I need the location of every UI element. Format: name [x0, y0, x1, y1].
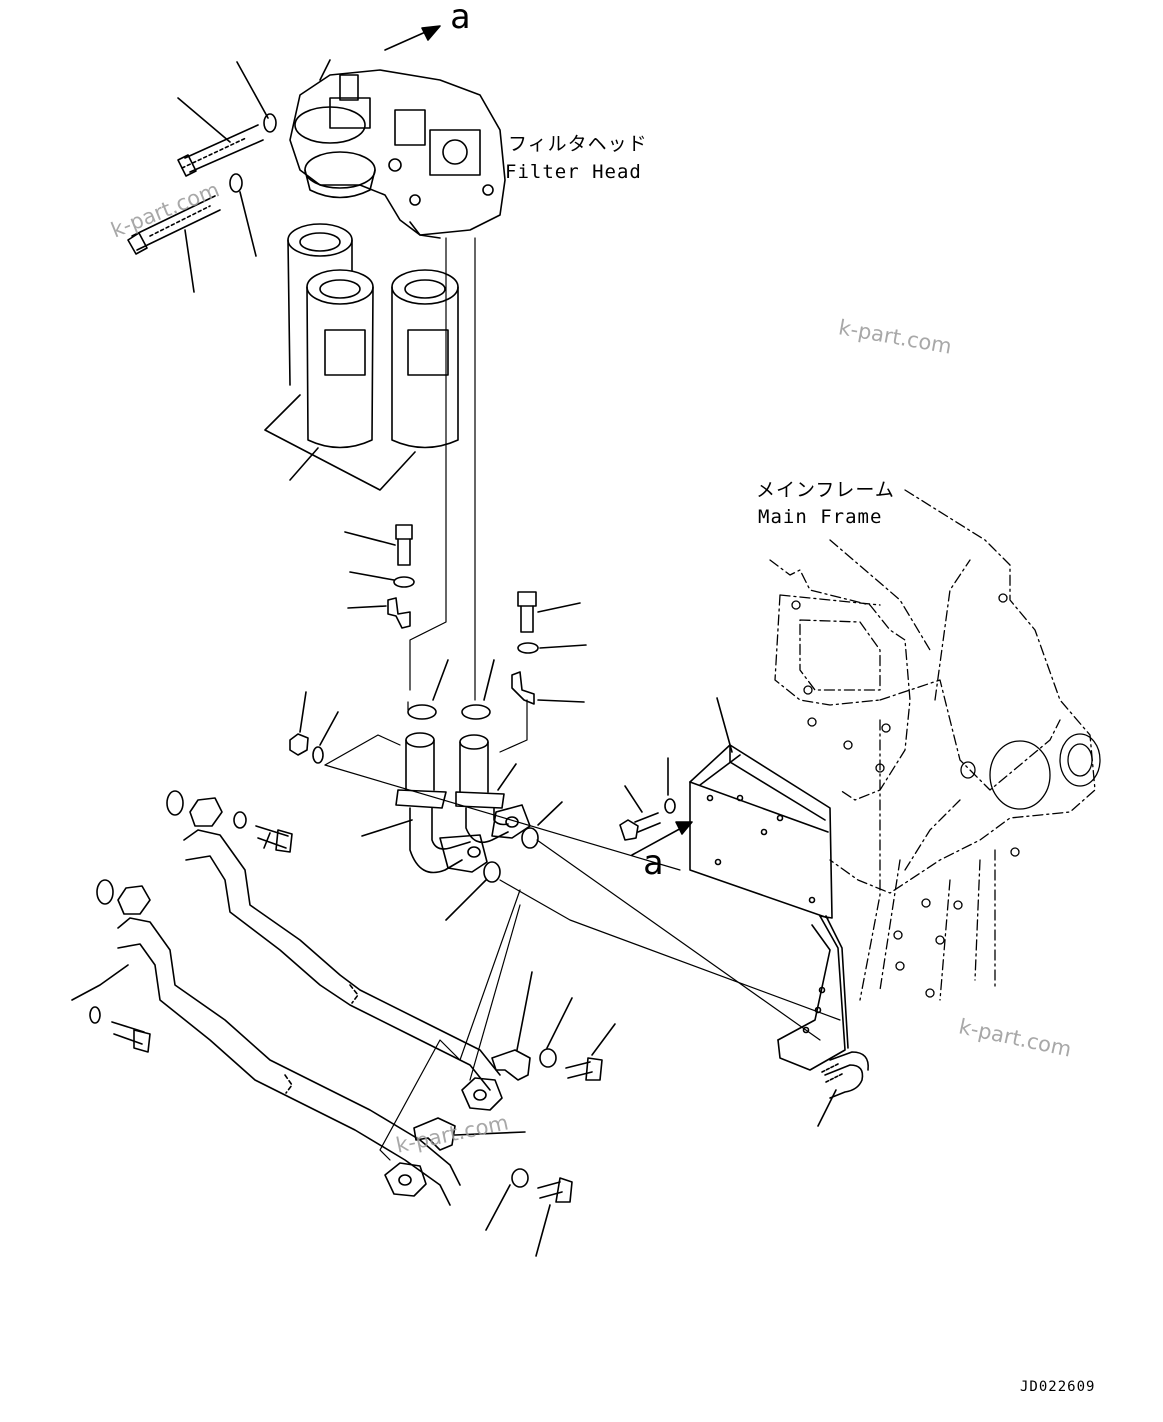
u-bolt [817, 1051, 869, 1127]
reference-mark-a-bracket: a [643, 843, 664, 883]
drawing-code: JD022609 [1020, 1379, 1096, 1395]
assembly-lines [324, 699, 841, 1161]
filter-outlet-pipes [361, 732, 563, 921]
main-frame-label-en: Main Frame [758, 506, 883, 528]
lower-clamps [384, 971, 616, 1257]
main-frame-details [791, 593, 1101, 998]
filter-head [289, 59, 506, 239]
reference-mark-a-top: a [450, 0, 471, 37]
filter-head-bolts [127, 61, 277, 293]
main-frame-label-jp: メインフレーム [756, 479, 895, 501]
bracket-bolt [619, 757, 676, 841]
arrow-a-top [384, 25, 441, 51]
center-fasteners [289, 524, 587, 764]
fuel-hoses [71, 790, 501, 1206]
filter-bracket [689, 697, 849, 1071]
arrow-a-bracket [631, 821, 693, 856]
main-frame [769, 489, 1096, 1001]
filter-head-label-en: Filter Head [505, 161, 642, 183]
filter-cartridges [264, 223, 459, 491]
filter-head-label-jp: フィルタヘッド [508, 133, 648, 155]
guide-lines [407, 237, 476, 711]
